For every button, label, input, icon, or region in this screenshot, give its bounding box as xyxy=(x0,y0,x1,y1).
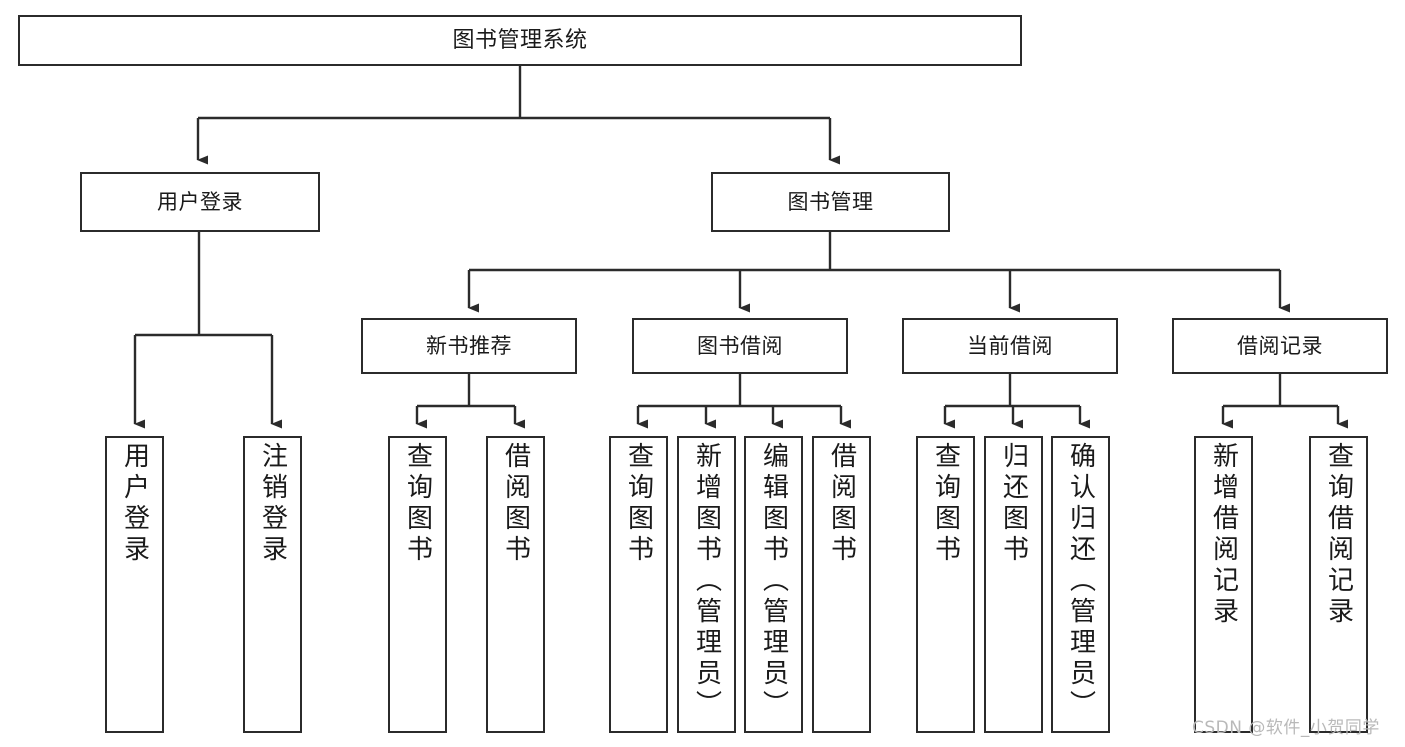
node-label: 新增借阅记录 xyxy=(1208,442,1239,628)
watermark-text: CSDN @软件_小贺同学 xyxy=(1192,718,1380,738)
node-leaf-logout[interactable]: 注销登录 xyxy=(243,436,302,733)
node-leaf-add-book-admin[interactable]: 新增图书（管理员） xyxy=(677,436,736,733)
node-label: 用户登录 xyxy=(119,442,150,566)
node-book-borrow[interactable]: 图书借阅 xyxy=(632,318,848,374)
node-leaf-return-book[interactable]: 归还图书 xyxy=(984,436,1043,733)
node-label: 查询图书 xyxy=(623,442,654,566)
node-label: 图书管理 xyxy=(787,189,874,214)
node-label: 借阅图书 xyxy=(826,442,857,566)
node-new-book-recommend[interactable]: 新书推荐 xyxy=(361,318,577,374)
node-leaf-query-borrow-record[interactable]: 查询借阅记录 xyxy=(1309,436,1368,733)
node-label: 借阅记录 xyxy=(1237,333,1323,358)
node-leaf-query-book-current[interactable]: 查询图书 xyxy=(916,436,975,733)
node-label: 新书推荐 xyxy=(426,333,512,358)
node-label: 用户登录 xyxy=(157,189,243,214)
node-label: 编辑图书（管理员） xyxy=(758,442,789,721)
node-leaf-query-book-borrow[interactable]: 查询图书 xyxy=(609,436,668,733)
node-leaf-edit-book-admin[interactable]: 编辑图书（管理员） xyxy=(744,436,803,733)
node-label: 新增图书（管理员） xyxy=(691,442,722,721)
node-label: 注销登录 xyxy=(257,442,288,566)
node-label: 图书借阅 xyxy=(697,333,783,358)
node-label: 图书管理系统 xyxy=(452,27,588,53)
node-leaf-user-login[interactable]: 用户登录 xyxy=(105,436,164,733)
node-label: 确认归还（管理员） xyxy=(1065,442,1096,721)
node-leaf-borrow-book[interactable]: 借阅图书 xyxy=(812,436,871,733)
node-root-system[interactable]: 图书管理系统 xyxy=(18,15,1022,66)
node-label: 查询图书 xyxy=(402,442,433,566)
node-label: 查询借阅记录 xyxy=(1323,442,1354,628)
node-borrow-record[interactable]: 借阅记录 xyxy=(1172,318,1388,374)
node-label: 当前借阅 xyxy=(967,333,1053,358)
node-label: 查询图书 xyxy=(930,442,961,566)
node-current-borrow[interactable]: 当前借阅 xyxy=(902,318,1118,374)
node-label: 归还图书 xyxy=(998,442,1029,566)
node-leaf-borrow-book-newbook[interactable]: 借阅图书 xyxy=(486,436,545,733)
node-leaf-query-book-newbook[interactable]: 查询图书 xyxy=(388,436,447,733)
node-user-login[interactable]: 用户登录 xyxy=(80,172,320,232)
node-leaf-confirm-return-admin[interactable]: 确认归还（管理员） xyxy=(1051,436,1110,733)
node-label: 借阅图书 xyxy=(500,442,531,566)
node-leaf-add-borrow-record[interactable]: 新增借阅记录 xyxy=(1194,436,1253,733)
node-book-management[interactable]: 图书管理 xyxy=(711,172,950,232)
